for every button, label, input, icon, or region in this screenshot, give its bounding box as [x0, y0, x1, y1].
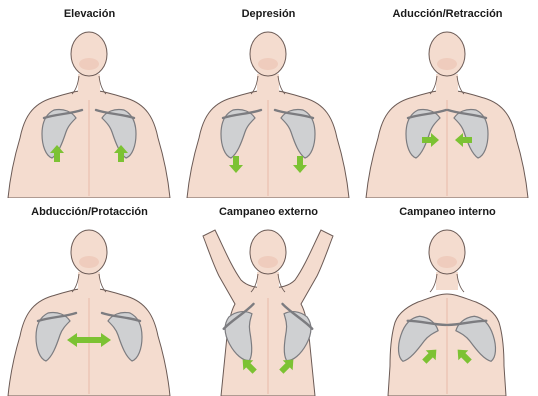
- figure-elevacion: [0, 18, 179, 198]
- neck: [257, 74, 279, 92]
- figure-campaneo-externo: [179, 216, 358, 396]
- neck: [78, 272, 100, 290]
- neck: [257, 272, 279, 290]
- neck: [78, 74, 100, 92]
- figure-aduccion-retraccion: [358, 18, 537, 198]
- panel-elevacion: Elevación: [0, 0, 179, 198]
- neck-shading: [79, 58, 99, 70]
- figure-campaneo-interno: [358, 216, 537, 396]
- figure-abduccion-protaccion: [0, 216, 179, 396]
- neck: [436, 74, 458, 92]
- neck-shading: [437, 58, 457, 70]
- panel-abduccion-protaccion: Abducción/Protacción: [0, 198, 179, 396]
- neck-shading: [258, 256, 278, 268]
- neck-shading: [258, 58, 278, 70]
- panel-aduccion-retraccion: Aducción/Retracción: [358, 0, 537, 198]
- panel-depresion: Depresión: [179, 0, 358, 198]
- figure-depresion: [179, 18, 358, 198]
- panel-campaneo-interno: Campaneo interno: [358, 198, 537, 396]
- neck-shading: [79, 256, 99, 268]
- panel-campaneo-externo: Campaneo externo: [179, 198, 358, 396]
- neck: [436, 272, 458, 290]
- neck-shading: [437, 256, 457, 268]
